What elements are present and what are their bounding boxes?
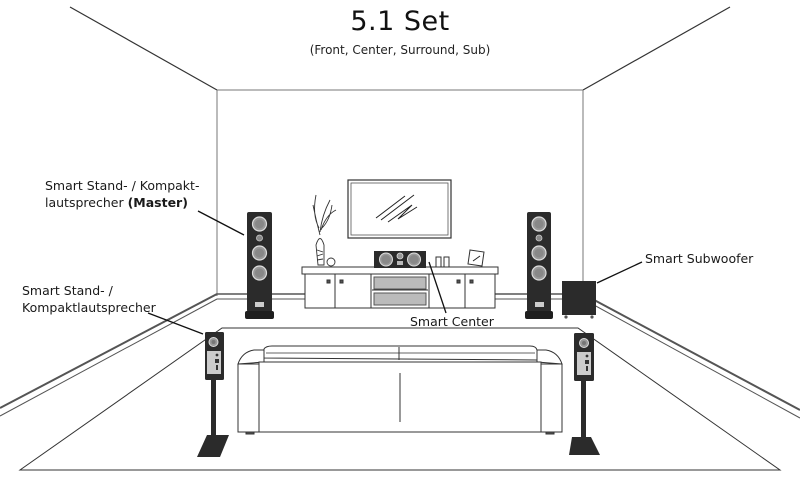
room-walls bbox=[69, 6, 731, 296]
rug bbox=[18, 327, 782, 471]
front-right-tower-speaker bbox=[525, 212, 553, 319]
label-subwoofer: Smart Subwoofer bbox=[645, 251, 754, 266]
label-surround: Smart Stand- / Kompaktlautsprecher bbox=[22, 282, 156, 316]
subwoofer bbox=[562, 281, 596, 319]
tv bbox=[347, 179, 452, 239]
label-front-master-line1: Smart Stand- / Kompakt- bbox=[45, 178, 200, 193]
label-front-master-line2: lautsprecher (Master) bbox=[45, 194, 199, 211]
diagram-title: 5.1 Set bbox=[350, 6, 450, 37]
vase-decoration bbox=[312, 194, 337, 267]
sofa bbox=[237, 345, 563, 435]
label-front-master: Smart Stand- / Kompakt- lautsprecher (Ma… bbox=[45, 177, 199, 211]
sideboard bbox=[301, 249, 499, 309]
front-left-tower-speaker bbox=[245, 212, 274, 319]
label-master-tag: (Master) bbox=[127, 195, 188, 210]
label-center: Smart Center bbox=[410, 314, 494, 329]
center-speaker bbox=[374, 251, 426, 268]
surround-right-speaker bbox=[569, 333, 600, 455]
surround-left-speaker bbox=[197, 332, 229, 457]
label-surround-line1: Smart Stand- / bbox=[22, 283, 113, 298]
label-front-master-line2-text: lautsprecher bbox=[45, 195, 128, 210]
label-surround-line2: Kompaktlautsprecher bbox=[22, 300, 156, 315]
leader-lines bbox=[147, 210, 643, 335]
diagram-subtitle: (Front, Center, Surround, Sub) bbox=[309, 43, 491, 57]
